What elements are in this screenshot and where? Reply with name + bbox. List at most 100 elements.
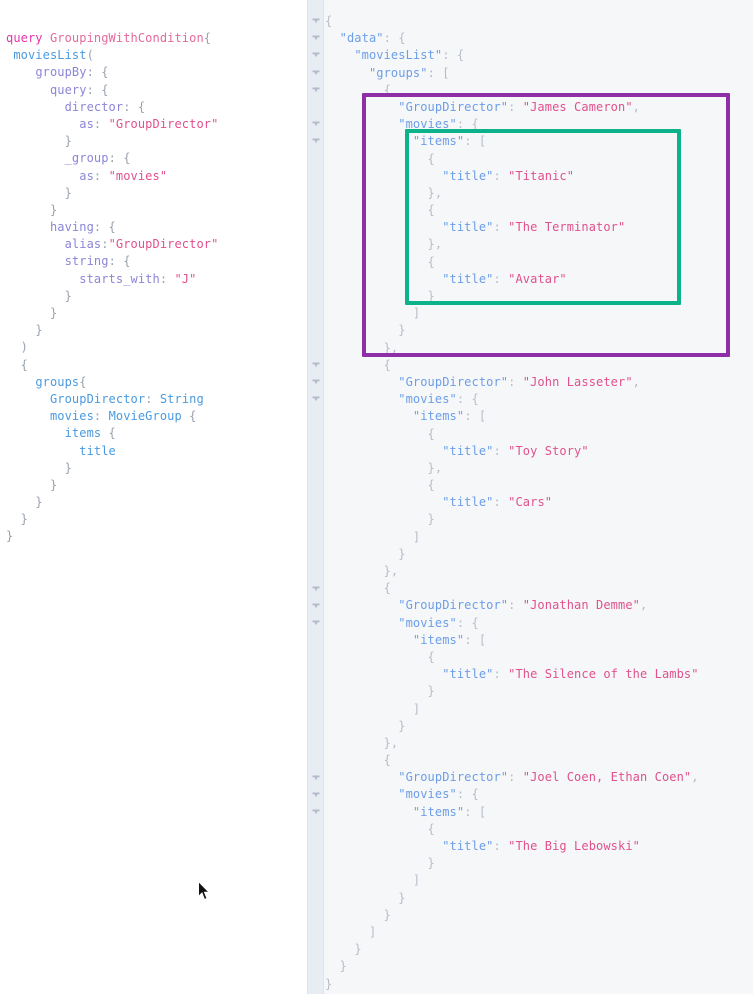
result-token [325,530,413,544]
query-line: query: { [0,82,307,99]
query-token: starts_with [79,271,160,286]
result-token [325,358,384,372]
query-token: : [93,168,109,183]
fold-toggle-icon[interactable] [311,584,321,594]
result-token [325,942,354,956]
result-line: } [325,976,753,993]
query-token: } [20,512,28,527]
result-token: } [354,942,362,957]
query-token: : { [86,65,109,80]
query-token [6,100,65,114]
query-line: alias:"GroupDirector" [0,236,307,253]
result-line: } [325,890,753,907]
fold-gutter[interactable] [308,0,324,994]
result-token: : [ [427,65,450,80]
query-line: } [0,528,307,545]
query-editor-pane[interactable]: query GroupingWithCondition{ moviesList(… [0,0,308,994]
result-token: "Avatar" [508,271,567,286]
fold-toggle-icon[interactable] [311,807,321,817]
query-token [6,65,35,79]
query-token: groups [35,374,80,389]
fold-toggle-icon[interactable] [311,33,321,43]
fold-toggle-icon[interactable] [311,360,321,370]
fold-toggle-icon[interactable] [311,50,321,60]
result-token [325,616,398,630]
query-token: { [101,426,116,441]
fold-toggle-icon[interactable] [311,790,321,800]
query-token: ) [20,340,28,355]
fold-toggle-icon[interactable] [311,377,321,387]
result-token: , [632,374,640,389]
result-token [325,272,442,286]
result-token: "Jonathan Demme" [522,598,640,613]
query-token: : { [108,254,131,269]
result-token: : { [442,48,465,63]
result-token: : [508,770,523,785]
fold-toggle-icon[interactable] [311,773,321,783]
result-line: { [325,202,753,219]
result-token: : [493,495,509,510]
result-token: "title" [442,839,494,853]
result-token: }, [383,735,399,750]
fold-toggle-icon[interactable] [311,85,321,95]
query-token: : [159,271,175,286]
query-line: } [0,202,307,219]
query-token: } [35,323,43,338]
result-token [325,255,428,269]
fold-toggle-icon[interactable] [311,601,321,611]
query-source-code[interactable]: query GroupingWithCondition{ moviesList(… [0,30,307,546]
result-line: } [325,907,753,924]
result-token [325,220,442,234]
query-line: ) [0,339,307,356]
result-token: { [427,649,435,664]
result-json-code[interactable]: { "data": { "moviesList": { "groups": [ … [325,13,753,993]
result-token: } [398,718,406,733]
result-token [325,444,442,458]
query-token [6,340,21,354]
fold-toggle-icon[interactable] [311,16,321,26]
query-token [6,375,35,389]
query-token: items [64,426,102,441]
fold-toggle-icon[interactable] [311,394,321,404]
result-token: } [398,546,406,561]
query-token: : [93,116,109,131]
query-token: "GroupDirector" [108,116,219,131]
query-line: director: { [0,99,307,116]
result-token: { [383,357,391,372]
result-token: }, [383,340,399,355]
query-line: GroupDirector: String [0,391,307,408]
result-line: } [325,288,753,305]
fold-toggle-icon[interactable] [311,68,321,78]
result-token: } [427,512,435,527]
query-token: { [20,357,28,372]
result-line: "movies": { [325,615,753,632]
result-token: , [639,598,648,613]
query-token: GroupingWithCondition [49,31,204,45]
fold-toggle-icon[interactable] [311,618,321,628]
result-line: }, [325,185,753,202]
query-token [6,306,50,320]
result-line: }, [325,735,753,752]
fold-toggle-icon[interactable] [311,119,321,129]
result-line: "title": "The Big Lebowski" [325,838,753,855]
query-line: } [0,511,307,528]
result-token: "Toy Story" [508,443,589,458]
result-line: "title": "Avatar" [325,271,753,288]
result-token: "GroupDirector" [398,770,509,785]
result-token [325,753,384,767]
result-token: "Joel Coen, Ethan Coen" [522,770,692,785]
query-line: } [0,494,307,511]
result-token [325,684,428,698]
result-token: ] [412,701,421,716]
result-token [325,289,428,303]
result-token: "title" [442,443,494,458]
result-viewer-pane[interactable]: { "data": { "moviesList": { "groups": [ … [308,0,753,994]
result-line: { [325,752,753,769]
result-line: }, [325,236,753,253]
result-token: , [691,770,699,785]
result-token: "The Big Lebowski" [508,839,640,853]
fold-toggle-icon[interactable] [311,136,321,146]
result-token: } [427,684,435,699]
query-token: GroupDirector [49,391,146,406]
result-token [325,839,442,853]
